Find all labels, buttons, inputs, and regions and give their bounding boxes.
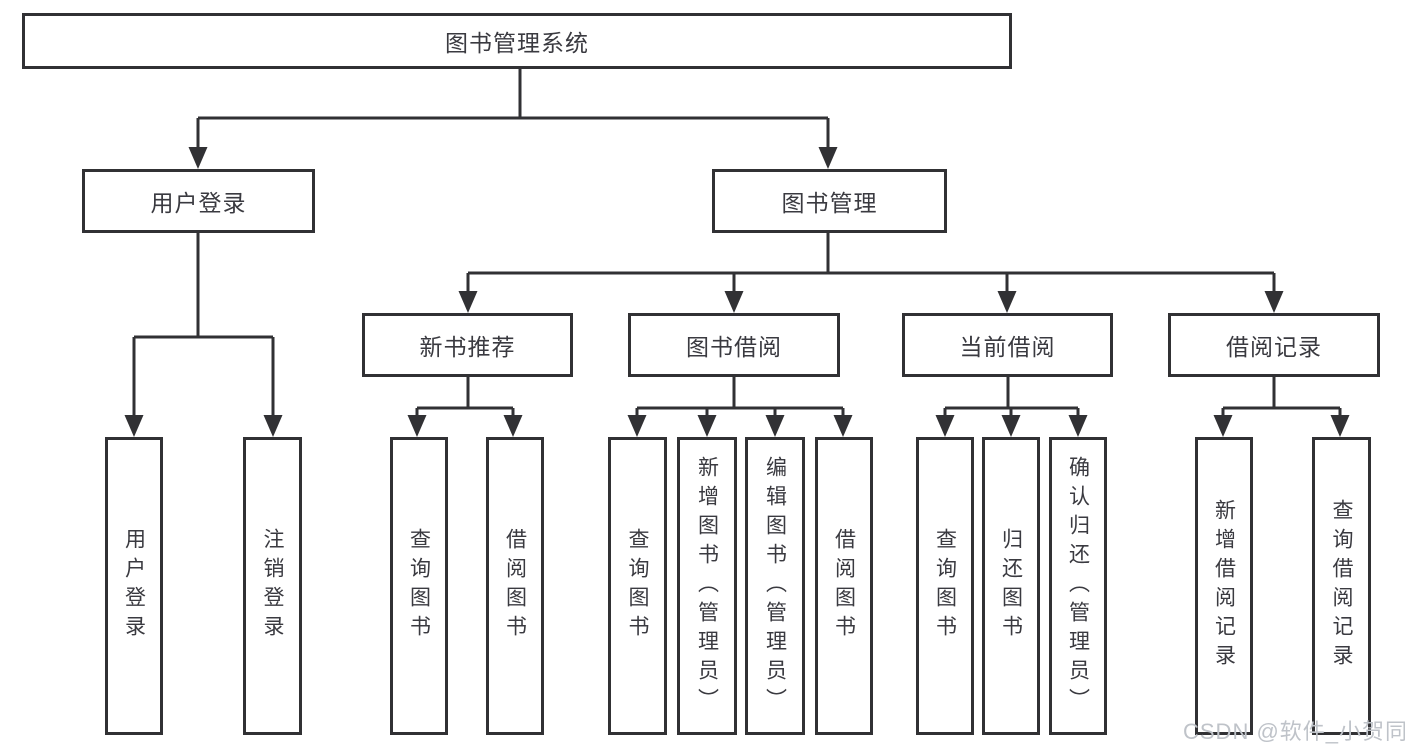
node-label: 借阅图书 [832, 528, 856, 644]
node-label: 借阅图书 [503, 528, 527, 644]
node-label: 新增借阅记录 [1212, 499, 1236, 673]
node-borrow-books-leaf: 借阅图书 [815, 437, 873, 735]
connector-lines [132, 69, 1342, 420]
node-book-borrowing: 图书借阅 [628, 313, 840, 377]
node-return-books: 归还图书 [982, 437, 1040, 735]
node-borrow-books-recommend: 借阅图书 [486, 437, 544, 735]
node-edit-books-admin: 编辑图书（管理员） [745, 437, 805, 735]
node-library-management-system: 图书管理系统 [22, 13, 1012, 69]
node-label: 查询图书 [933, 528, 957, 644]
node-label: 图书借阅 [686, 334, 782, 360]
node-query-books-recommend: 查询图书 [390, 437, 448, 735]
csdn-watermark: CSDN @软件_小贺同学 [1183, 719, 1405, 744]
node-book-management-module: 图书管理 [712, 169, 947, 233]
node-label: 借阅记录 [1226, 334, 1322, 360]
node-label: 新书推荐 [419, 334, 516, 360]
node-user-login-leaf: 用户登录 [105, 437, 163, 735]
node-borrowing-records: 借阅记录 [1168, 313, 1380, 377]
node-add-books-admin: 新增图书（管理员） [677, 437, 737, 735]
node-label: 用户登录 [150, 190, 247, 216]
node-logout-leaf: 注销登录 [243, 437, 302, 735]
node-label: 新增图书（管理员） [695, 455, 719, 717]
node-query-books-current: 查询图书 [916, 437, 974, 735]
arrowheads [124, 147, 1350, 437]
node-label: 图书管理 [781, 190, 878, 216]
node-label: 图书管理系统 [445, 30, 589, 56]
node-query-borrow-record: 查询借阅记录 [1312, 437, 1371, 735]
node-label: 确认归还（管理员） [1066, 455, 1090, 717]
node-new-book-recommendation: 新书推荐 [362, 313, 573, 377]
node-label: 查询图书 [626, 528, 649, 644]
node-label: 查询借阅记录 [1330, 499, 1353, 673]
node-user-login-module: 用户登录 [82, 169, 315, 233]
node-query-books-borrowing: 查询图书 [608, 437, 667, 735]
node-label: 归还图书 [999, 528, 1023, 644]
node-label: 编辑图书（管理员） [763, 455, 787, 717]
node-label: 注销登录 [261, 528, 284, 644]
node-label: 当前借阅 [959, 334, 1056, 360]
node-confirm-return-admin: 确认归还（管理员） [1049, 437, 1107, 735]
node-label: 查询图书 [407, 528, 431, 644]
node-add-borrow-record: 新增借阅记录 [1195, 437, 1253, 735]
node-current-borrowing: 当前借阅 [902, 313, 1113, 377]
node-label: 用户登录 [122, 528, 146, 644]
